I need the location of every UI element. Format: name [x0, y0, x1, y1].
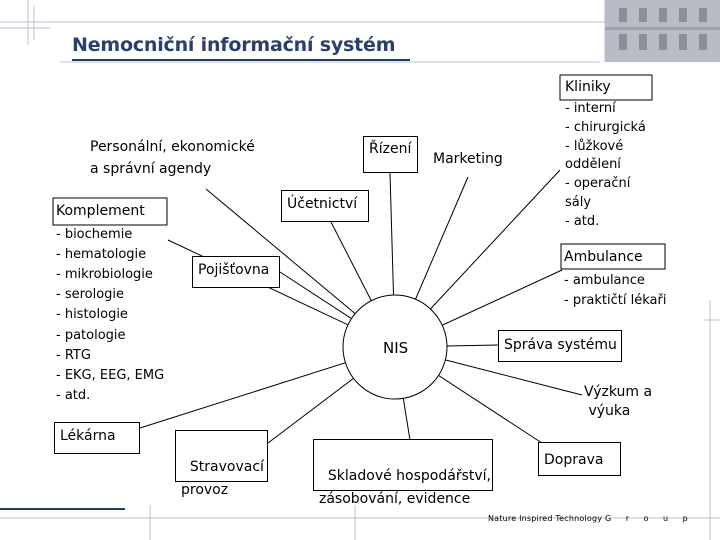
komplement-item: - EKG, EEG, EMG [56, 367, 165, 383]
node-ucetnictvi: Účetnictví [281, 190, 369, 222]
node-doprava: Doprava [538, 442, 621, 476]
nis-circle [342, 294, 448, 400]
footer-brand-text: Nature Inspired Technology [488, 514, 603, 523]
kliniky-item: oddělení [565, 157, 621, 173]
node-lekarna: Lékárna [54, 422, 140, 454]
node-doprava-label: Doprava [544, 452, 604, 468]
kliniky-item: - atd. [565, 213, 600, 229]
komplement-item: - biochemie [56, 226, 133, 242]
kliniky-item: sály [565, 195, 592, 211]
footer-brand: Nature Inspired Technology G r o u p [488, 514, 694, 523]
komplement-item: - patologie [56, 327, 126, 343]
kliniky-item: - operační [565, 176, 631, 192]
node-ambulance: Ambulance - ambulance - praktičtí lékaři [564, 248, 667, 312]
node-rizeni: Řízení [363, 136, 418, 173]
ambulance-item: - praktičtí lékaři [564, 293, 667, 309]
node-sprava: Správa systému [498, 330, 622, 362]
ambulance-list: - ambulance - praktičtí lékaři [564, 271, 666, 311]
node-ucetnictvi-label: Účetnictví [287, 196, 358, 212]
node-rizeni-label: Řízení [369, 141, 412, 157]
node-kliniky: Kliniky - interní - chirurgická - lůžkové o… [561, 78, 646, 232]
komplement-item: - hematologie [56, 247, 147, 263]
nis-label: NIS [383, 339, 409, 357]
kliniky-list: - interní - chirurgická - lůžkové oddělení -… [565, 100, 646, 232]
node-vyzkum: Výzkum a výuka [584, 383, 653, 421]
kliniky-item: - chirurgická [565, 119, 646, 135]
kliniky-item: - lůžkové [565, 138, 624, 154]
node-marketing: Marketing [433, 150, 503, 169]
building-image [605, 0, 720, 62]
building-photo [605, 0, 720, 62]
node-pojistovna: Pojišťovna [192, 256, 280, 288]
node-sklad: Skladové hospodářství, zásobování, evide… [313, 439, 493, 507]
node-pojistovna-label: Pojišťovna [198, 262, 270, 278]
komplement-item: - histologie [56, 307, 128, 323]
komplement-item: - RTG [56, 347, 91, 363]
kliniky-item: - interní [565, 100, 616, 116]
komplement-item: - serologie [56, 287, 125, 303]
footer-group-text: G r o u p [605, 514, 694, 523]
node-komplement: Komplement - biochemie - hematologie - mik… [56, 202, 165, 407]
komplement-title: Komplement [56, 203, 145, 219]
ambulance-title: Ambulance [564, 249, 643, 265]
node-personalni: Personální, ekonomické a správní agendy [90, 137, 255, 181]
komplement-item: - mikrobiologie [56, 267, 153, 283]
node-stravovaci-label: Stravovací provoz [181, 459, 264, 498]
komplement-list: - biochemie - hematologie - mikrobiologie -… [56, 225, 164, 406]
node-sprava-label: Správa systému [504, 337, 617, 353]
node-sklad-label: Skladové hospodářství, zásobování, evide… [319, 468, 491, 507]
page-title: Nemocniční informační systém [72, 34, 396, 56]
node-stravovaci: Stravovací provoz [175, 430, 268, 498]
kliniky-title: Kliniky [565, 79, 611, 95]
ambulance-item: - ambulance [564, 272, 645, 288]
node-lekarna-label: Lékárna [60, 428, 116, 444]
komplement-item: - atd. [56, 388, 91, 404]
